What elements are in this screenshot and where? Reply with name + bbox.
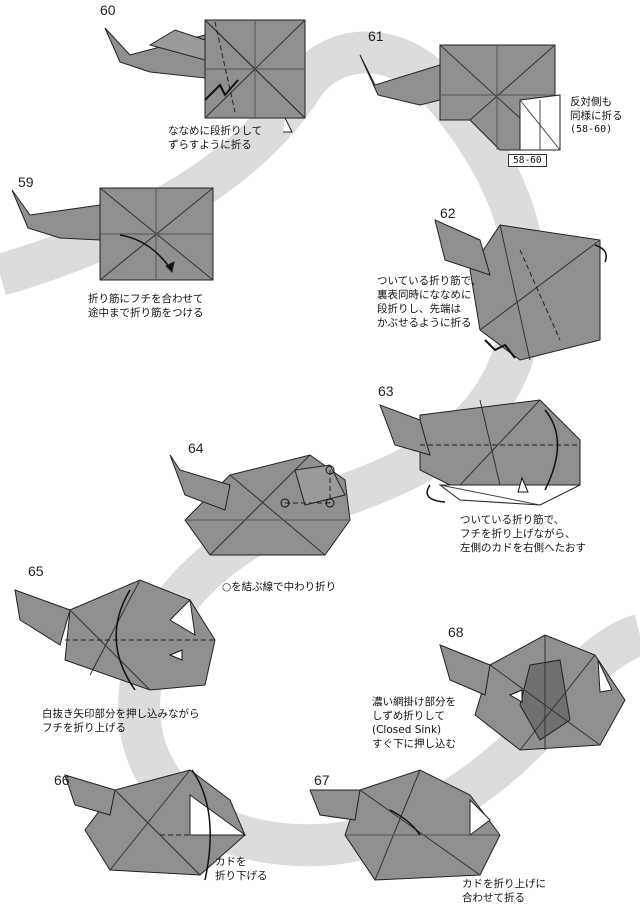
step-62-instruction: ついている折り筋で、 裏表同時にななめに 段折りし、先端は かぶせるように折る bbox=[377, 274, 481, 330]
step-number-67: 67 bbox=[314, 772, 330, 788]
step-67-instruction: カドを折り上げに 合わせて折る bbox=[462, 877, 546, 905]
step-61-reference-box: 58-60 bbox=[508, 154, 547, 167]
step-66-instruction: カドを 折り下げる bbox=[215, 855, 268, 883]
step-61-instruction: 反対側も 同様に折る bbox=[570, 95, 623, 123]
step-64-model bbox=[170, 455, 350, 555]
step-63-instruction: ついている折り筋で、 フチを折り上げながら、 左側のカドを右側へたおす bbox=[460, 513, 586, 555]
step-64-instruction: ○を結ぶ線で中わり折り bbox=[222, 580, 336, 594]
step-60-model bbox=[105, 20, 305, 132]
step-number-61: 61 bbox=[368, 28, 384, 44]
step-59-instruction: 折り筋にフチを合わせて 途中まで折り筋をつける bbox=[88, 292, 204, 320]
step-number-66: 66 bbox=[54, 772, 70, 788]
step-number-63: 63 bbox=[378, 383, 394, 399]
step-number-65: 65 bbox=[28, 563, 44, 579]
step-61-reference-inline: (58-60) bbox=[570, 124, 612, 135]
step-68-instruction: 濃い網掛け部分を しずめ折りして (Closed Sink) すぐ下に押し込む bbox=[372, 695, 456, 751]
step-65-instruction: 白抜き矢印部分を押し込みながら フチを折り上げる bbox=[42, 707, 200, 735]
step-number-59: 59 bbox=[18, 174, 34, 190]
step-number-64: 64 bbox=[188, 440, 204, 456]
step-60-instruction: ななめに段折りして ずらすように折る bbox=[168, 124, 262, 152]
step-number-68: 68 bbox=[448, 624, 464, 640]
step-number-60: 60 bbox=[100, 2, 116, 18]
step-number-62: 62 bbox=[440, 205, 456, 221]
